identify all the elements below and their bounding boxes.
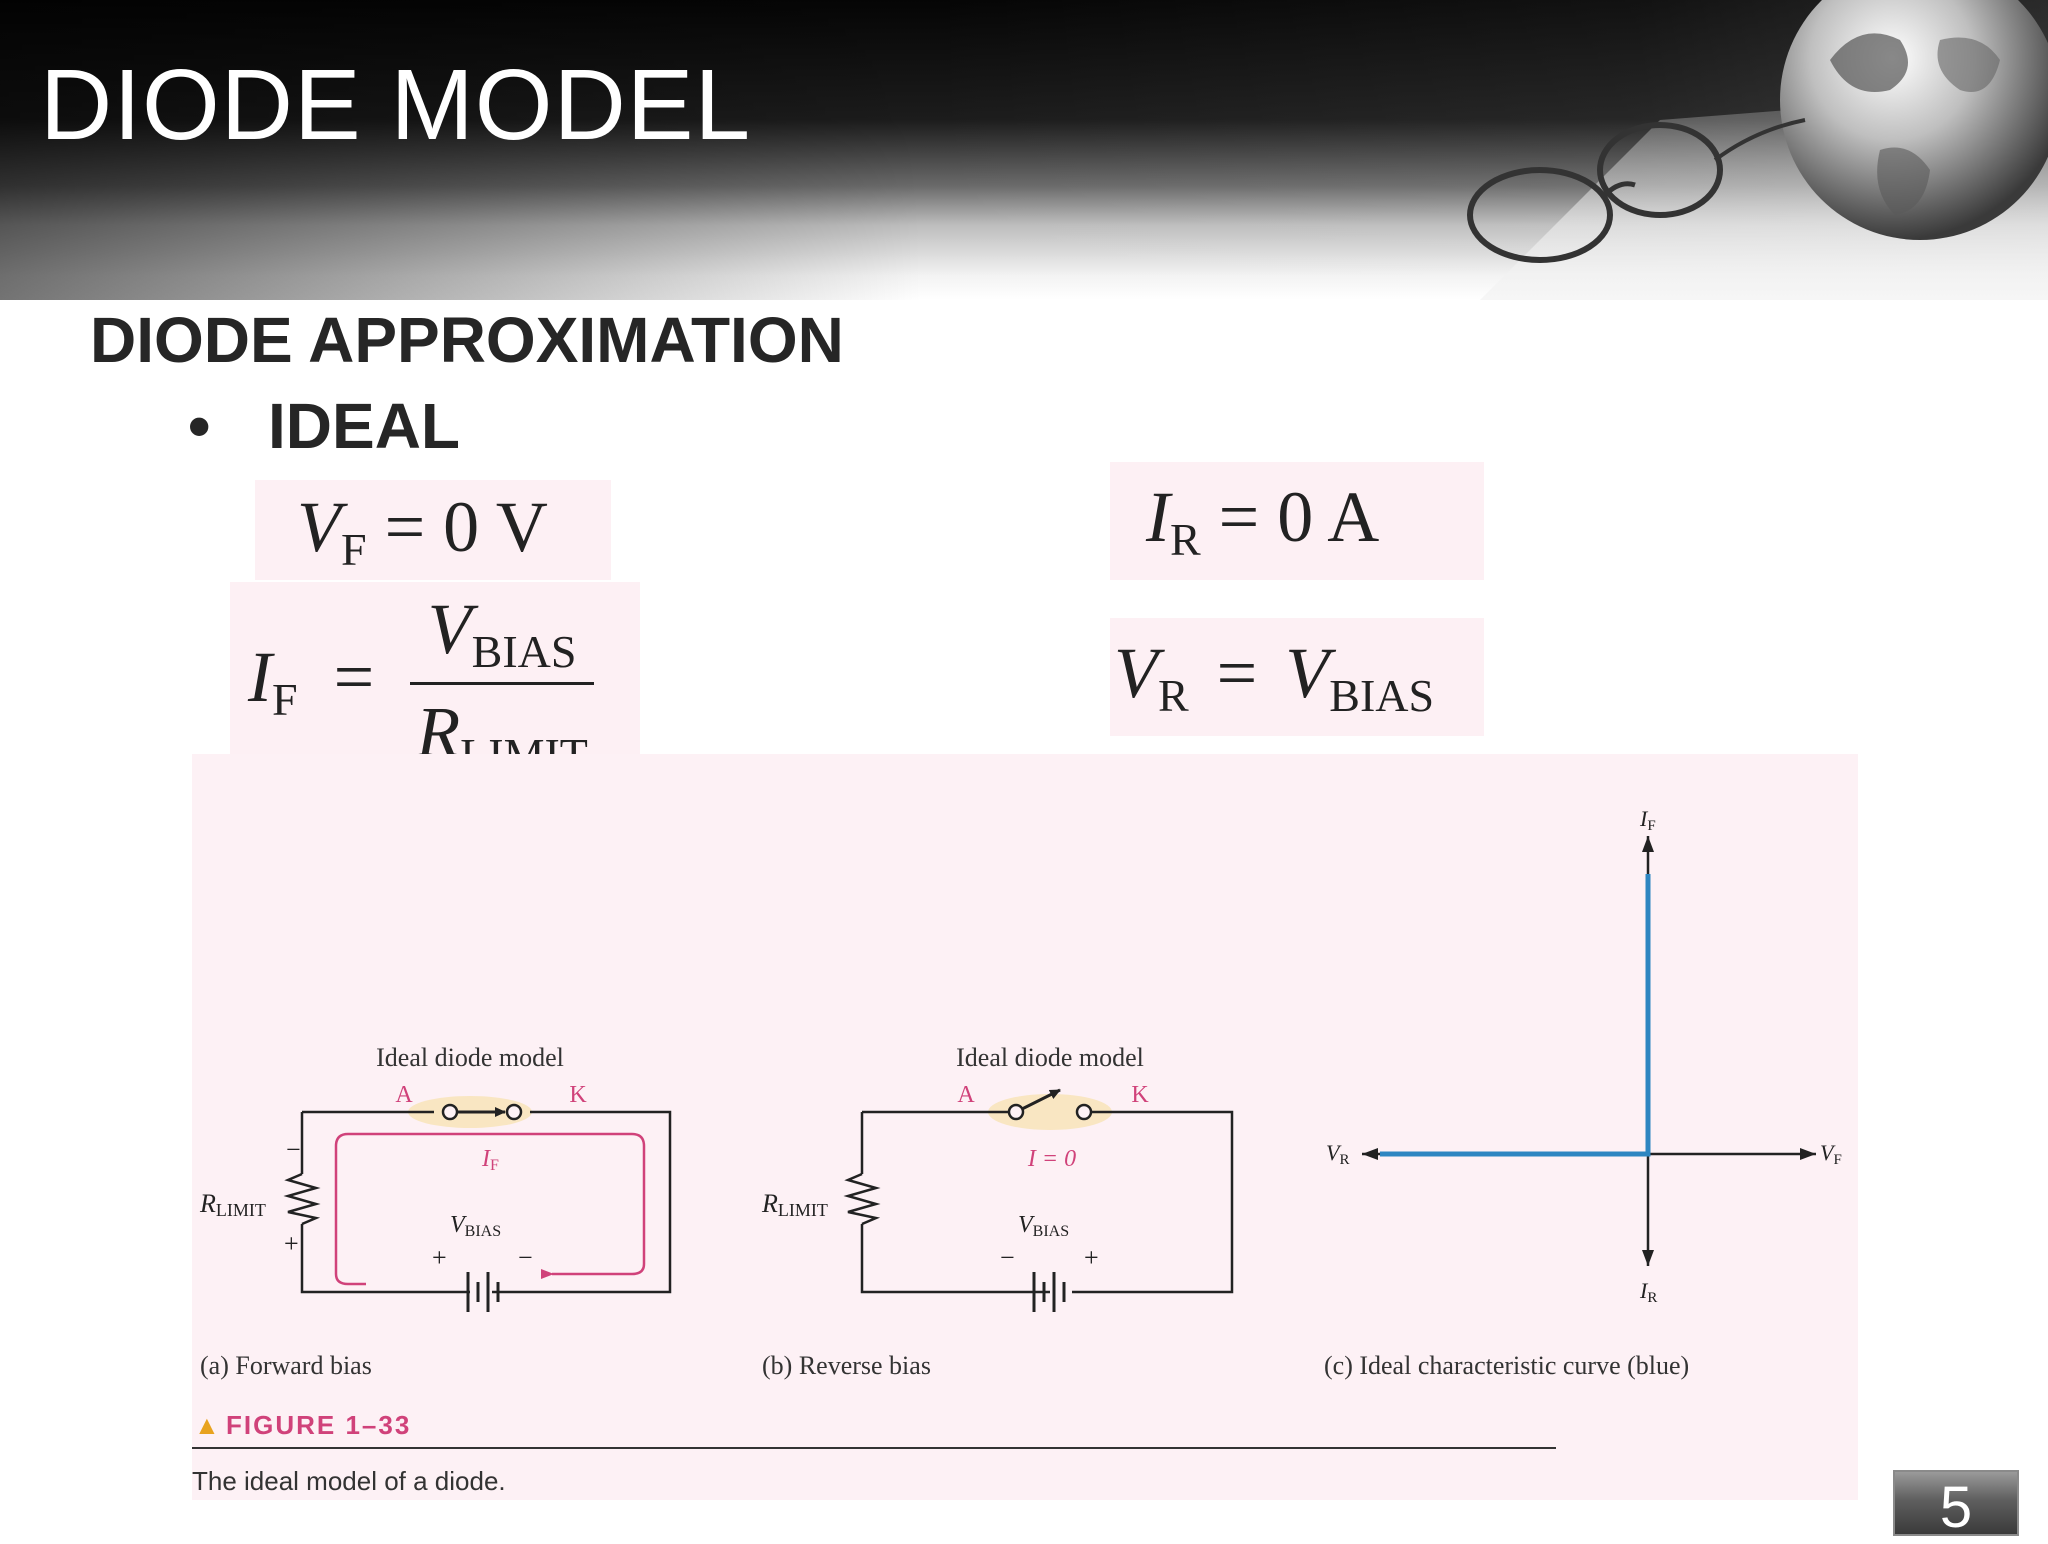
axis-label-if: IF: [1639, 806, 1656, 834]
bullet-item: •IDEAL: [188, 394, 460, 458]
caption-a: (a) Forward bias: [200, 1351, 372, 1380]
equation-ir: IR = 0 A: [1110, 462, 1484, 580]
fraction: VBIAS RLIMIT: [410, 588, 594, 781]
circuit-reverse-bias: Ideal diode model A K RLIMIT I = 0 VBIAS…: [761, 1043, 1234, 1380]
battery-plus-b: +: [1084, 1243, 1099, 1272]
bullet-text: IDEAL: [268, 390, 460, 462]
slide-header: [0, 0, 2048, 300]
bullet-dot: •: [188, 390, 211, 462]
diode-figure: Ideal diode model A K − + RLIMIT IF: [192, 806, 1842, 1496]
current-loop: [334, 1132, 646, 1276]
section-heading: DIODE APPROXIMATION: [90, 304, 844, 376]
equation-vr: VR = VBIAS: [1110, 618, 1484, 736]
switch-contact-a1: [441, 1103, 459, 1121]
battery-minus-a: −: [518, 1243, 533, 1272]
resistor-icon: [283, 1172, 321, 1226]
equation-if: IF = VBIAS RLIMIT: [230, 582, 640, 780]
model-label-b: Ideal diode model: [956, 1043, 1144, 1072]
anode-label-b: A: [957, 1082, 975, 1108]
current-label-b: I = 0: [1027, 1146, 1076, 1172]
ideal-curve: [1380, 874, 1651, 1157]
slide-title: DIODE MODEL: [40, 49, 752, 161]
arrow-down-icon: [1642, 1250, 1654, 1266]
figure-caption: The ideal model of a diode.: [192, 1466, 506, 1496]
arrow-left-icon: [1362, 1148, 1378, 1160]
figure-marker-icon: ▲: [194, 1410, 220, 1440]
resistor-minus-a: −: [286, 1135, 301, 1164]
cathode-label-b: K: [1131, 1082, 1149, 1108]
page-number: 5: [1893, 1470, 2019, 1540]
figure-panel: Ideal diode model A K − + RLIMIT IF: [192, 754, 1858, 1500]
open-switch: [1021, 1088, 1061, 1111]
vbias-label-a: VBIAS: [450, 1212, 501, 1240]
switch-contact-a2: [505, 1103, 523, 1121]
resistor-icon-b: [843, 1172, 881, 1226]
current-label-a: IF: [481, 1146, 499, 1174]
circuit-forward-bias: Ideal diode model A K − + RLIMIT IF: [199, 1043, 672, 1380]
cathode-label-a: K: [569, 1082, 587, 1108]
anode-label-a: A: [395, 1082, 413, 1108]
axis-label-vf: VF: [1820, 1140, 1842, 1168]
axis-label-ir: IR: [1639, 1278, 1657, 1306]
caption-c: (c) Ideal characteristic curve (blue): [1324, 1351, 1689, 1380]
arrow-up-icon: [1642, 836, 1654, 852]
resistor-label-a: RLIMIT: [199, 1189, 266, 1220]
figure-label: FIGURE 1–33: [226, 1410, 411, 1440]
resistor-plus-a: +: [284, 1229, 299, 1258]
equation-vf: VF = 0 V: [255, 480, 611, 580]
vbias-label-b: VBIAS: [1018, 1212, 1069, 1240]
battery-plus-a: +: [432, 1243, 447, 1272]
caption-b: (b) Reverse bias: [762, 1351, 931, 1380]
arrow-right-icon: [1800, 1148, 1816, 1160]
resistor-label-b: RLIMIT: [761, 1189, 828, 1220]
switch-contact-b2: [1075, 1103, 1093, 1121]
globe-and-glasses-icon: [1467, 0, 2048, 300]
axis-label-vr: VR: [1326, 1140, 1349, 1168]
model-label-a: Ideal diode model: [376, 1043, 564, 1072]
diode-highlight-b: [988, 1094, 1112, 1130]
battery-minus-b: −: [1000, 1243, 1015, 1272]
characteristic-curve: IF IR VR VF (c) Ideal characteristic cur…: [1324, 806, 1842, 1380]
switch-contact-b1: [1007, 1103, 1025, 1121]
